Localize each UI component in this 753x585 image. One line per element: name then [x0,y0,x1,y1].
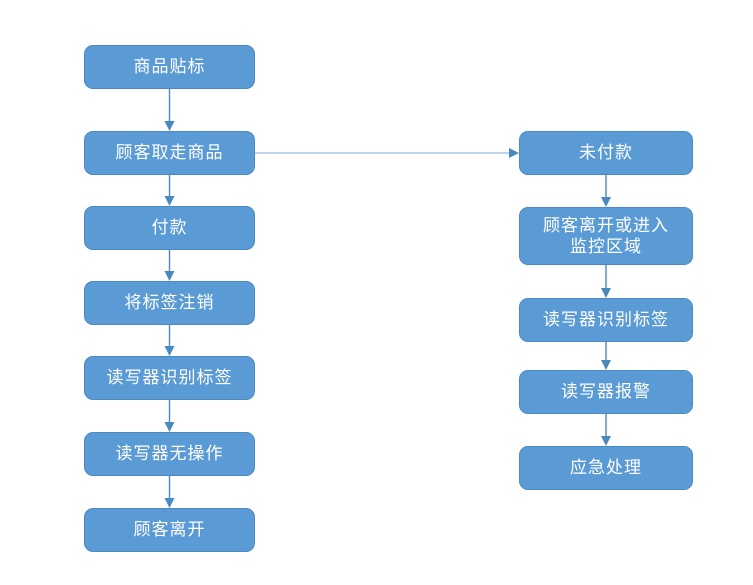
edge-r1-r2 [601,175,611,207]
node-customer-leaves-left[interactable]: 顾客离开 [84,508,255,552]
node-deactivate-tag[interactable]: 将标签注销 [84,281,255,325]
node-reader-identifies-tag-right[interactable]: 读写器识别标签 [519,298,693,342]
node-reader-alarm[interactable]: 读写器报警 [519,370,693,414]
node-product-tagging[interactable]: 商品贴标 [84,45,255,89]
node-emergency-handling[interactable]: 应急处理 [519,446,693,490]
edge-n4-n5 [164,325,175,356]
node-reader-no-action[interactable]: 读写器无操作 [84,432,255,476]
node-reader-identifies-tag-left[interactable]: 读写器识别标签 [84,356,255,400]
edge-n6-n7 [164,476,175,508]
edge-n2-r1 [255,148,519,158]
node-payment[interactable]: 付款 [84,206,255,250]
edge-n2-n3 [164,175,175,206]
edge-r2-r3 [601,265,611,298]
node-unpaid[interactable]: 未付款 [519,131,693,175]
node-customer-leaves-or-enters-monitored-area[interactable]: 顾客离开或进入 监控区域 [519,207,693,265]
edge-n1-n2 [164,89,175,131]
node-customer-takes-product[interactable]: 顾客取走商品 [84,131,255,175]
edge-r3-r4 [601,342,611,370]
edge-n3-n4 [164,250,175,281]
edge-r4-r5 [601,414,611,446]
edge-n5-n6 [164,400,175,432]
